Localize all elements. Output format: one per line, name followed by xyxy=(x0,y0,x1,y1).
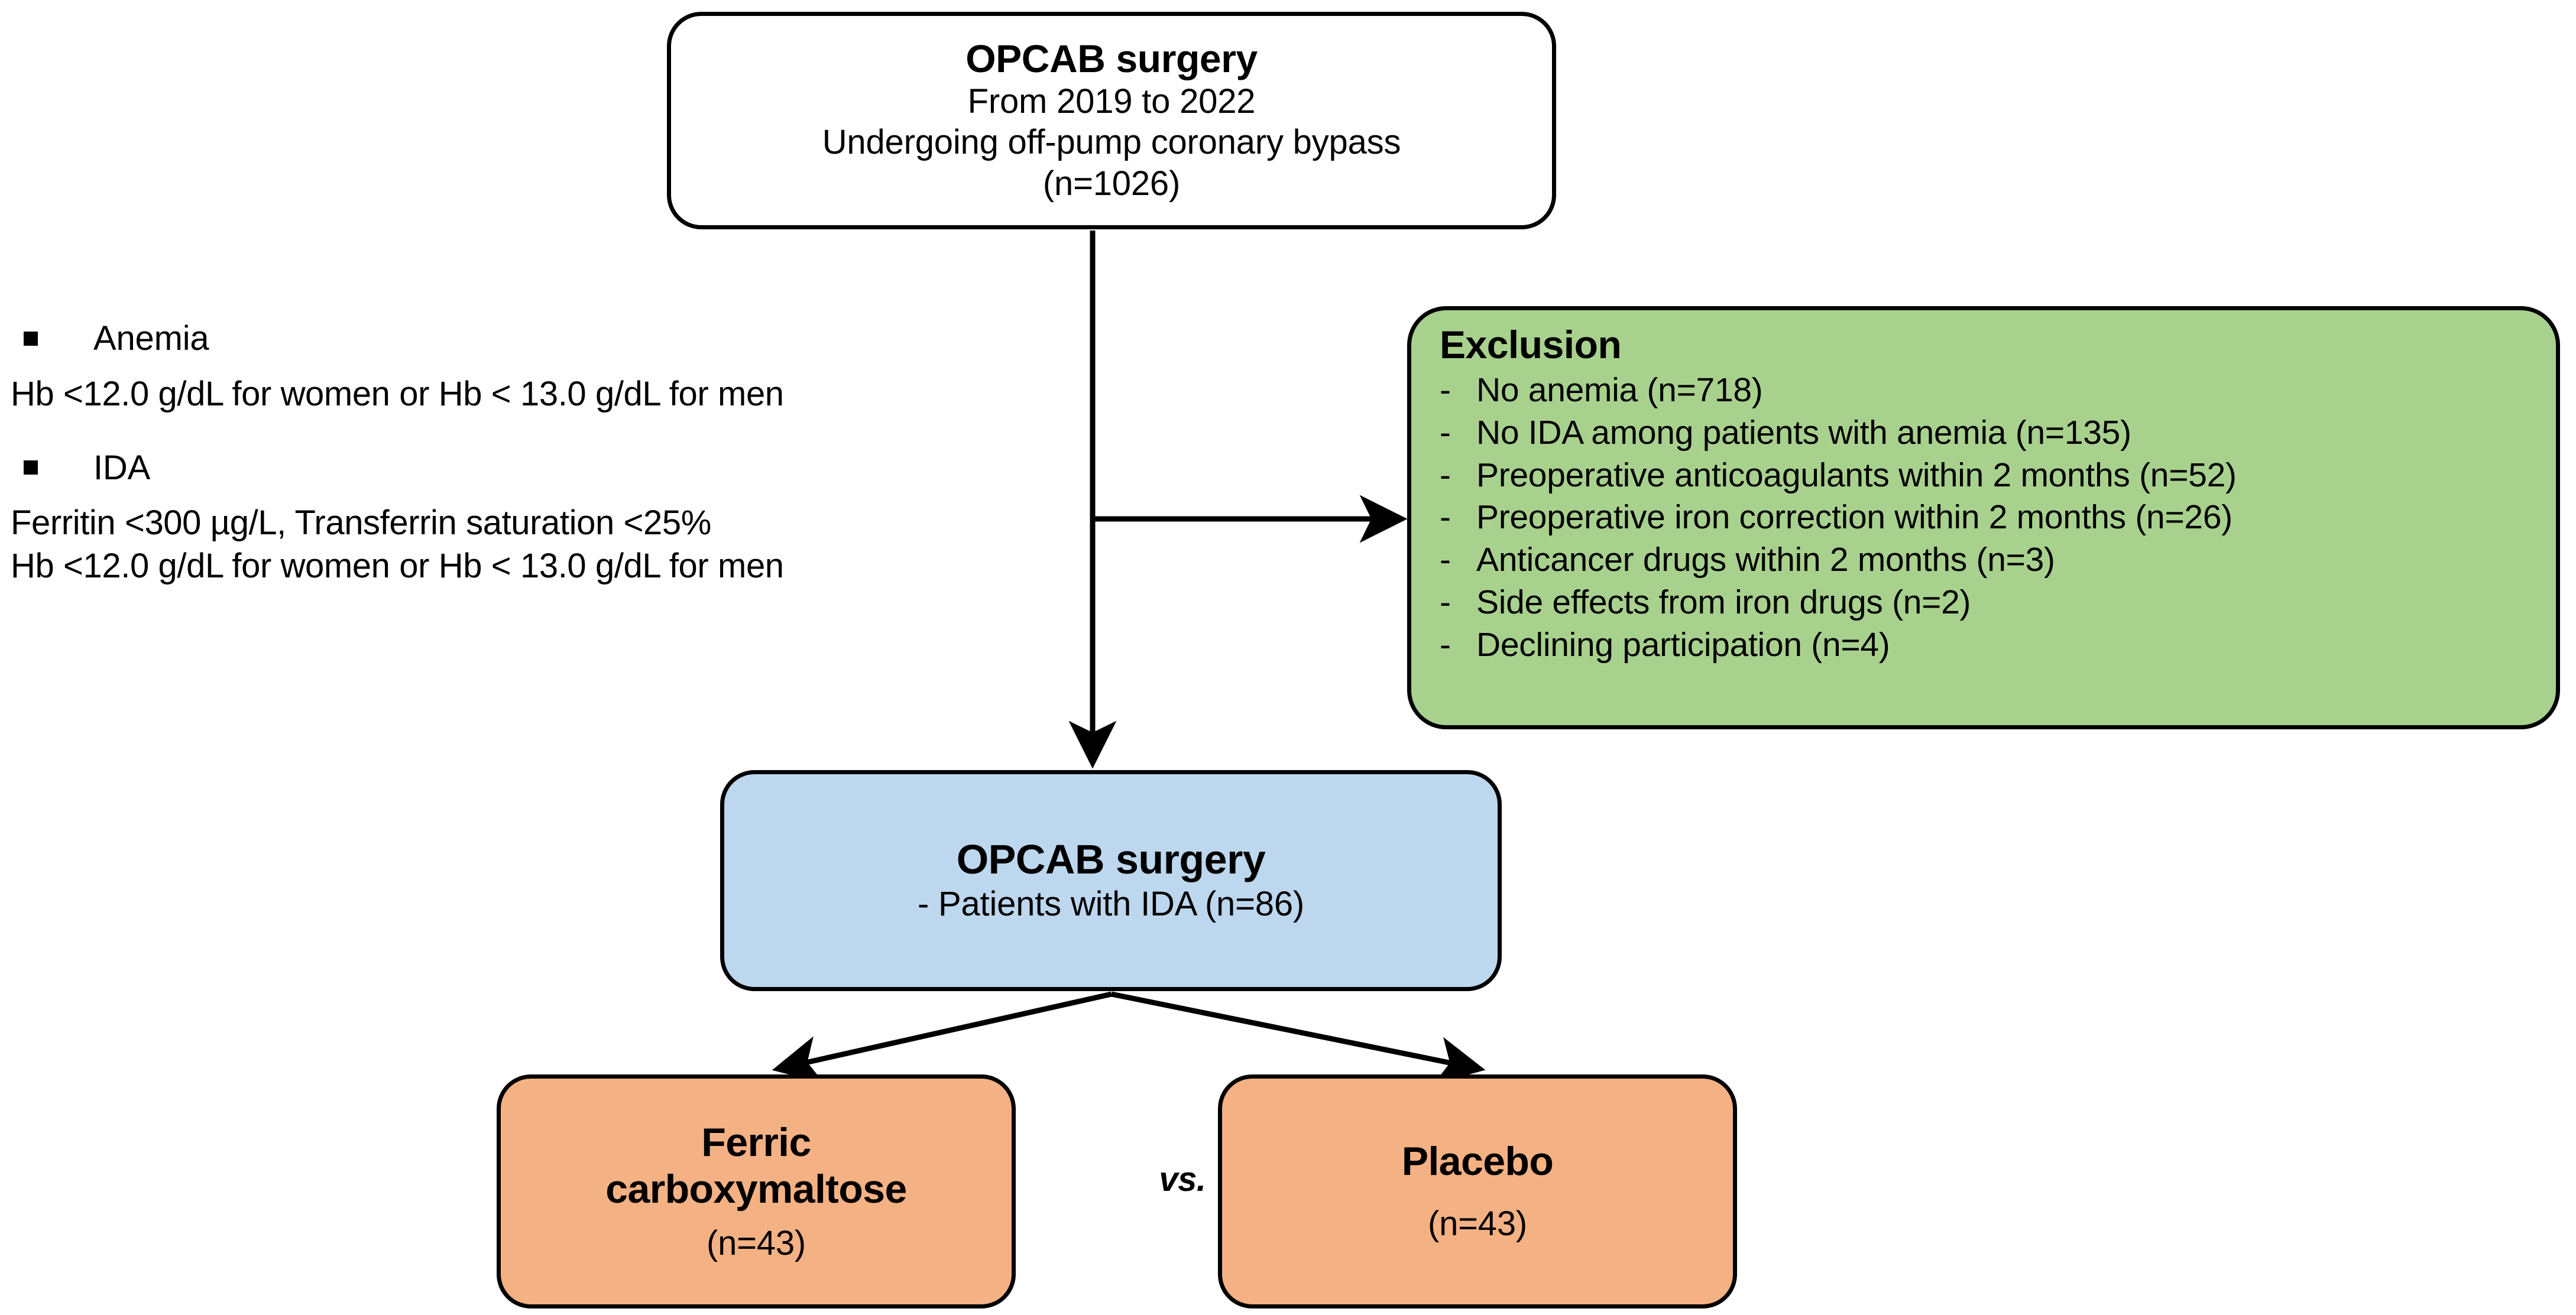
exclusion-list-item: - Preoperative iron correction within 2 … xyxy=(1440,496,2237,539)
dash-bullet-icon: - xyxy=(1440,498,1451,537)
dash-bullet-icon: - xyxy=(1440,541,1451,579)
exclusion-item-label: Preoperative iron correction within 2 mo… xyxy=(1476,498,2232,537)
node-exclusion: Exclusion - No anemia (n=718) - No IDA a… xyxy=(1407,306,2560,729)
exclusion-list-item: - No anemia (n=718) xyxy=(1440,369,2237,412)
square-bullet-icon xyxy=(24,331,38,346)
note-anemia-criterion: Hb <12.0 g/dL for women or Hb < 13.0 g/d… xyxy=(11,374,784,413)
note-anemia: Anemia Hb <12.0 g/dL for women or Hb < 1… xyxy=(11,318,1075,415)
node-arm-control: Placebo (n=43) xyxy=(1218,1074,1737,1308)
note-anemia-heading: Anemia xyxy=(93,319,209,358)
exclusion-item-label: Anticancer drugs within 2 months (n=3) xyxy=(1476,541,2055,579)
dash-bullet-icon: - xyxy=(1440,371,1451,409)
exclusion-list-item: - Side effects from iron drugs (n=2) xyxy=(1440,582,2237,624)
node-enrolled: OPCAB surgery - Patients with IDA (n=86) xyxy=(720,770,1502,991)
screening-procedure: Undergoing off-pump coronary bypass xyxy=(822,123,1401,162)
note-ida-heading-row: IDA xyxy=(11,447,1075,489)
exclusion-list: - No anemia (n=718) - No IDA among patie… xyxy=(1440,369,2237,667)
screening-count: (n=1026) xyxy=(1042,164,1181,203)
arrow-enrolled-to-treatment xyxy=(772,991,1112,1083)
dash-bullet-icon: - xyxy=(1440,456,1451,494)
arrow-enrolled-to-control xyxy=(1111,991,1486,1085)
exclusion-list-item: - Declining participation (n=4) xyxy=(1440,624,2237,667)
dash-bullet-icon: - xyxy=(1440,583,1451,621)
note-ida: IDA Ferritin <300 µg/L, Transferrin satu… xyxy=(11,447,1075,588)
enrolled-title: OPCAB surgery xyxy=(956,836,1266,883)
treatment-title-line1: Ferric xyxy=(701,1119,811,1165)
enrolled-population: - Patients with IDA (n=86) xyxy=(917,885,1305,924)
dash-bullet-icon: - xyxy=(1440,625,1451,664)
exclusion-item-label: No anemia (n=718) xyxy=(1476,371,1763,409)
exclusion-item-label: No IDA among patients with anemia (n=135… xyxy=(1476,413,2131,452)
note-anemia-heading-row: Anemia xyxy=(11,318,1075,359)
treatment-title-line2: carboxymaltose xyxy=(605,1167,907,1212)
exclusion-list-item: - Preoperative anticoagulants within 2 m… xyxy=(1440,454,2237,497)
screening-title: OPCAB surgery xyxy=(965,36,1258,80)
screening-period: From 2019 to 2022 xyxy=(967,82,1256,121)
note-ida-criterion-1: Ferritin <300 µg/L, Transferrin saturati… xyxy=(11,504,711,543)
exclusion-item-label: Preoperative anticoagulants within 2 mon… xyxy=(1476,456,2237,494)
control-title-line1: Placebo xyxy=(1401,1139,1554,1184)
node-arm-treatment: Ferric carboxymaltose (n=43) xyxy=(497,1074,1016,1308)
dash-bullet-icon: - xyxy=(1440,413,1451,452)
definition-notes: Anemia Hb <12.0 g/dL for women or Hb < 1… xyxy=(11,318,1075,619)
comparator-label: vs. xyxy=(1159,1160,1206,1199)
exclusion-item-label: Side effects from iron drugs (n=2) xyxy=(1476,583,1971,621)
treatment-count: (n=43) xyxy=(706,1223,806,1262)
exclusion-title: Exclusion xyxy=(1440,323,1622,366)
note-ida-criterion-2: Hb <12.0 g/dL for women or Hb < 13.0 g/d… xyxy=(11,547,784,586)
control-count: (n=43) xyxy=(1427,1204,1528,1243)
node-screening: OPCAB surgery From 2019 to 2022 Undergoi… xyxy=(667,12,1556,229)
exclusion-item-label: Declining participation (n=4) xyxy=(1476,625,1890,664)
note-ida-heading: IDA xyxy=(93,448,151,487)
exclusion-list-item: - Anticancer drugs within 2 months (n=3) xyxy=(1440,539,2237,582)
exclusion-list-item: - No IDA among patients with anemia (n=1… xyxy=(1440,412,2237,454)
square-bullet-icon xyxy=(24,460,38,475)
